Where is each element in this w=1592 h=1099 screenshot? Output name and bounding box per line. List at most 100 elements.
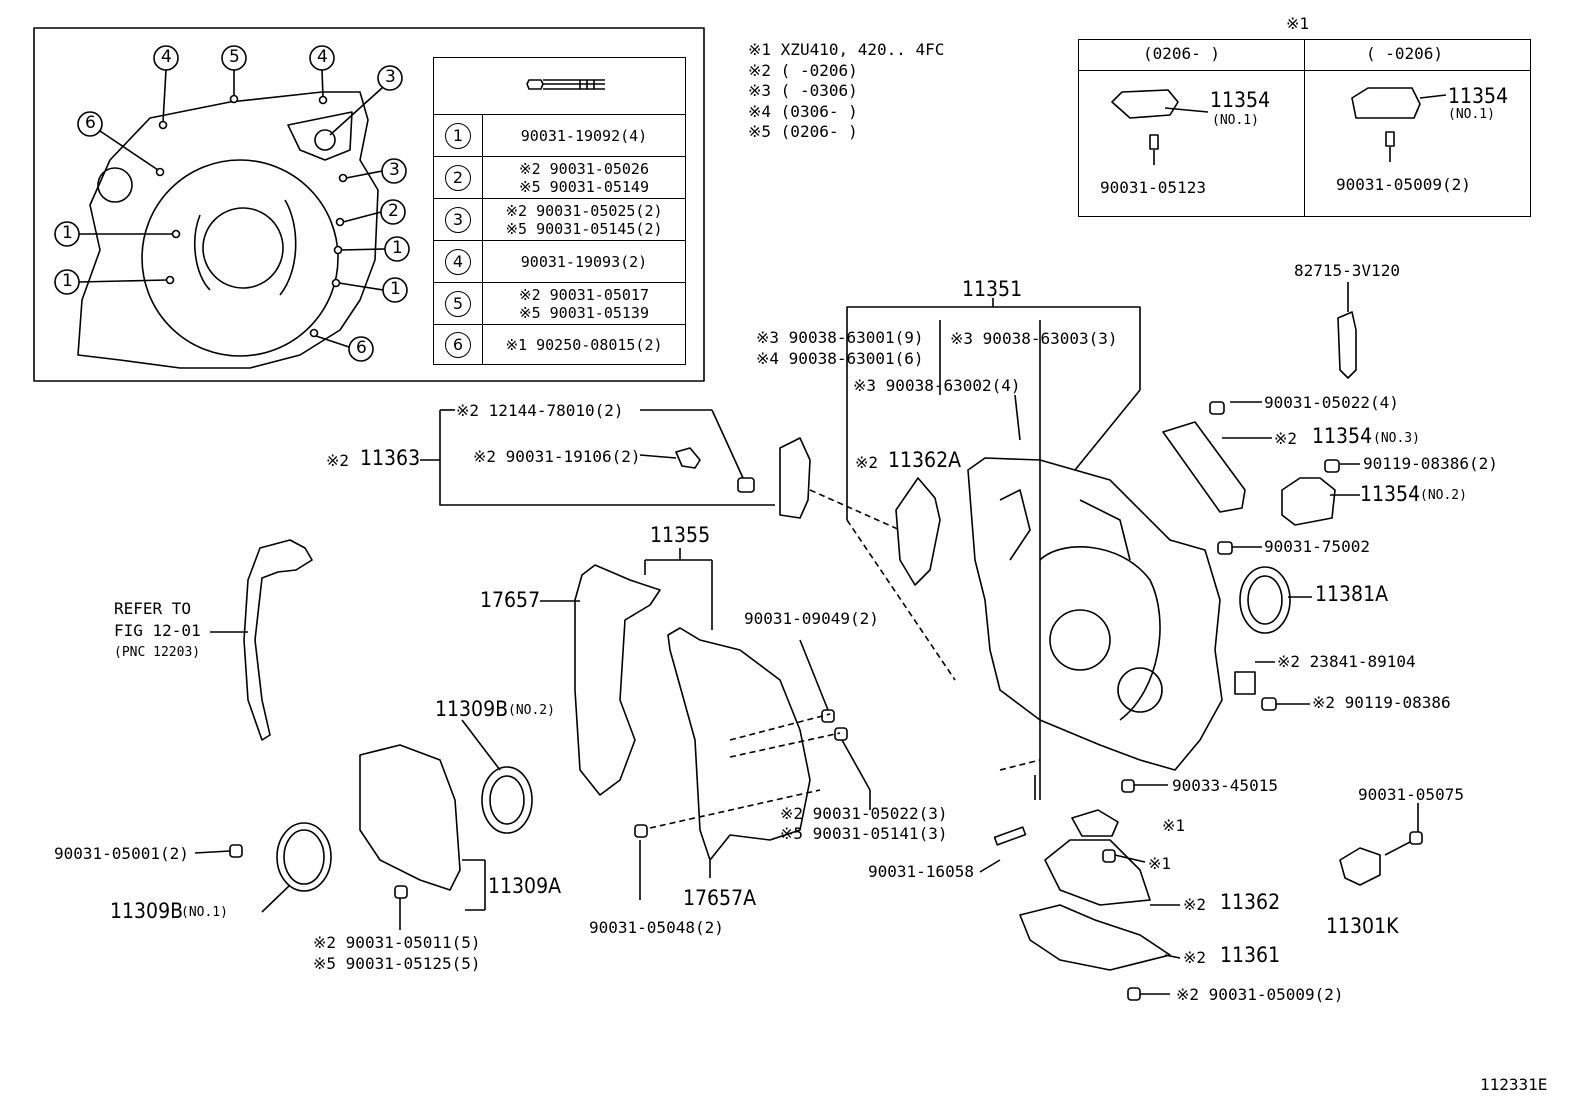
part-number: ※5 90031-05139 [519,303,649,322]
index-circle: 3 [445,206,471,233]
inset-boss [287,111,353,161]
label-78010: ※2 12144-78010(2) [456,401,624,420]
table-row: 4 90031-19093(2) [433,240,686,283]
label-11354no2-sub: (NO.2) [1420,488,1467,503]
variant-table [1078,39,1531,217]
label-17657: 17657 [480,588,541,612]
label-89104: ※2 23841-89104 [1277,652,1416,671]
label-refer-1: REFER TO [114,599,192,618]
label-63001b: ※4 90038-63001(6) [756,349,924,368]
inset-small-hole [97,167,133,203]
label-05001: 90031-05001(2) [54,844,189,863]
label-19106: ※2 90031-19106(2) [473,447,641,466]
label-11362-pre: ※2 [1183,895,1207,914]
label-09049: 90031-09049(2) [744,609,879,628]
variant-plate-1 [1111,89,1179,119]
inset-marker-number: 1 [62,223,73,243]
label-11363-pre: ※2 [326,451,350,470]
part-number: ※2 90031-05026 [519,159,649,178]
figure-id: 112331E [1480,1075,1548,1094]
variant-col1-header: (0206- ) [1143,44,1221,63]
inset-leaders [78,69,386,348]
table-part-cell: 90031-19093(2) [482,240,686,283]
table-part-cell: ※2 90031-05017※5 90031-05139 [482,282,686,325]
bracket-82715 [1337,311,1357,379]
inset-marker-number: 6 [356,338,367,358]
variant-col2-part: 11354 [1448,84,1509,108]
inset-marker-circles [54,45,410,362]
variant-col2-bolt: 90031-05009(2) [1336,175,1471,194]
label-63002: ※3 90038-63002(4) [853,376,1021,395]
table-index-cell: 5 [433,282,483,325]
label-08386a: 90119-08386(2) [1363,454,1498,473]
label-05011: ※2 90031-05011(5) [313,933,481,952]
inset-inner-bore [202,207,284,289]
part-number: ※2 90031-05017 [519,285,649,304]
condition-note: ※3 ( -0306) [748,81,858,100]
retainer-11309A [359,744,461,891]
condition-note: ※4 (0306- ) [748,101,858,121]
condition-note: ※5 (0206- ) [748,122,858,141]
part-number: ※5 90031-05145(2) [505,219,663,238]
table-row: 5※2 90031-05017※5 90031-05139 [433,282,686,325]
table-part-cell: 90031-19092(4) [482,114,686,157]
inset-marker-number: 2 [388,201,399,221]
inset-marker-number: 4 [161,47,172,67]
sensor-11301K [1339,847,1381,886]
cover-11361 [1019,904,1171,971]
label-11361: 11361 [1220,943,1281,967]
table-index-cell: 4 [433,240,483,283]
variant-col2-header: ( -0206) [1366,44,1444,63]
plate-x1 [1071,809,1119,837]
case-detail-1 [999,489,1031,561]
part-number: 90031-19093(2) [520,252,648,271]
inset-marker-number: 1 [390,279,401,299]
table-part-cell: ※1 90250-08015(2) [482,324,686,365]
label-11309B-no2-sub: (NO.2) [508,703,555,718]
inset-frame [33,27,705,382]
inset-bolt-table: 1 90031-19092(4) 2 ※2 90031-05026 ※5 90031-0… [433,57,686,365]
inset-slot-1 [194,214,211,291]
label-08386b: ※2 90119-08386 [1312,693,1451,712]
part-11362A [895,477,941,586]
part-number: 90031-19092(4) [520,126,648,145]
case-detail-2 [1079,499,1131,561]
bracket-11363 [439,410,775,506]
label-05075: 90031-05075 [1358,785,1464,804]
label-63003: ※3 90038-63003(3) [950,329,1118,348]
inset-marker-number: 6 [85,113,96,133]
gasket-17657A [667,627,811,861]
label-17657A: 17657A [683,886,757,910]
inset-marker-number: 3 [385,67,396,87]
label-75002: 90031-75002 [1264,537,1370,556]
inset-marker-number: 1 [392,238,403,258]
label-11362: 11362 [1220,890,1281,914]
label-11355: 11355 [650,523,711,547]
condition-note: ※1 XZU410, 420.. 4FC [748,40,945,59]
inset-bore [141,159,339,357]
variant-col2-part-sub: (NO.1) [1448,107,1495,122]
label-05022a: 90031-05022(4) [1264,393,1399,412]
seal-11309B-no2 [481,766,533,834]
variant-plate-2 [1351,87,1421,119]
label-11354no3: 11354 [1312,424,1373,448]
variant-col1-part: 11354 [1210,88,1271,112]
timing-case [967,457,1223,771]
variant-col1-part-sub: (NO.1) [1212,113,1259,128]
switch-23841 [1234,671,1256,695]
case-bore-2 [1117,667,1163,713]
variant-bolts [1149,131,1395,165]
label-11309B-no2: 11309B [435,697,509,721]
label-11309B-no1: 11309B [110,899,184,923]
label-x1a: ※1 [1162,816,1186,835]
bolt-19106 [675,447,701,469]
table-index-cell: 1 [433,114,483,157]
table-index-cell: 2 [433,156,483,199]
table-index-cell: 3 [433,198,483,241]
table-row: 2※2 90031-05026※5 90031-05149 [433,156,686,199]
label-11362A: 11362A [888,448,962,472]
label-11309B-no1-sub: (NO.1) [181,905,228,920]
part-number: ※1 90250-08015(2) [505,335,663,354]
plate-11363 [779,437,811,519]
